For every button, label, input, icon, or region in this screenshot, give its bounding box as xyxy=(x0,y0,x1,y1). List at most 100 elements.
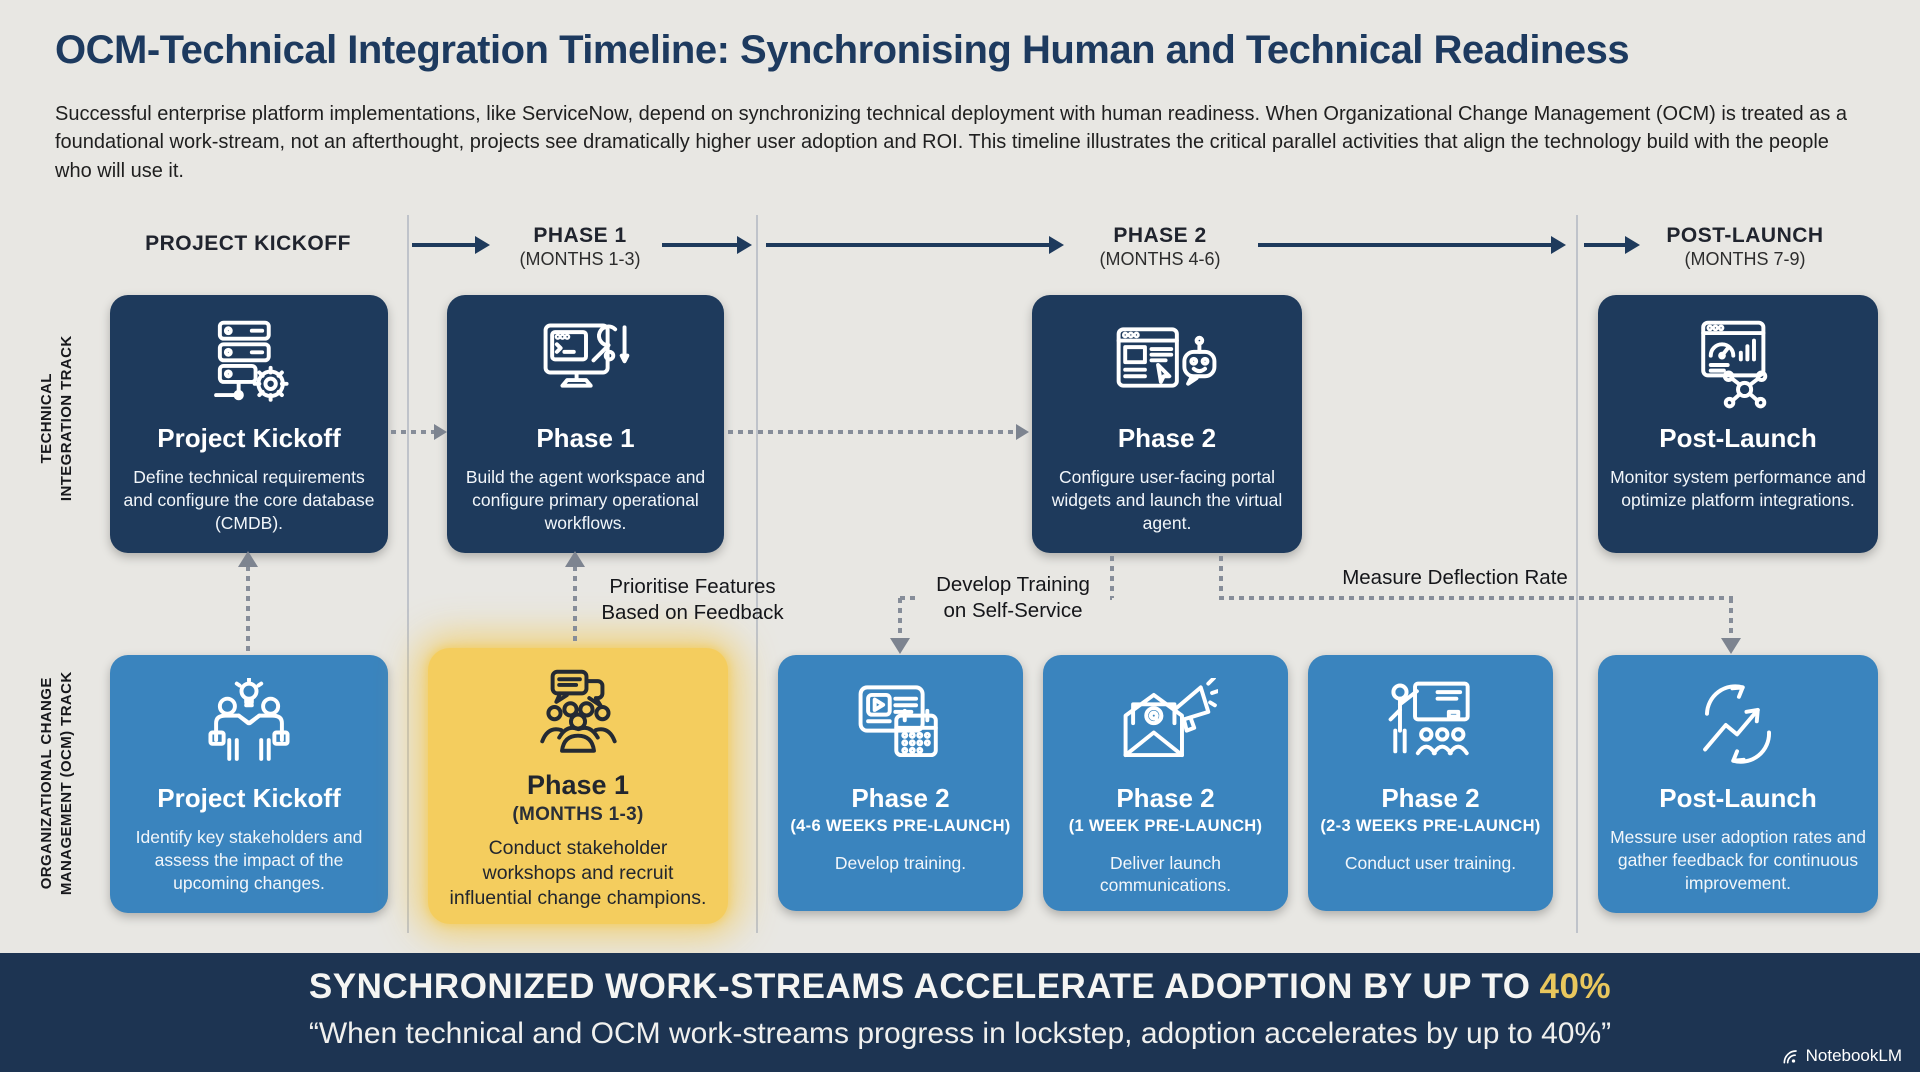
track-label-line: TECHNICAL xyxy=(37,373,55,464)
dotted-connector xyxy=(728,430,1016,434)
stakeholders-lightbulb-icon xyxy=(197,675,301,775)
server-gear-icon xyxy=(197,315,301,415)
card-title: Post-Launch xyxy=(1659,783,1817,813)
annotation-prioritise-features: Prioritise Features Based on Feedback xyxy=(590,574,795,625)
track-label-line: ORGANIZATIONAL CHANGE xyxy=(37,677,55,890)
arrowhead-up-icon xyxy=(565,551,585,567)
stage-label: PHASE 2 xyxy=(1113,224,1207,247)
ocm-card-phase-1-highlighted: Phase 1 (MONTHS 1-3) Conduct stakeholder… xyxy=(428,648,728,924)
stage-sublabel: (MONTHS 1-3) xyxy=(519,249,641,269)
arrowhead-right-icon xyxy=(434,424,447,440)
banner-quote: “When technical and OCM work-streams pro… xyxy=(308,1017,1612,1050)
tech-card-phase-1: Phase 1 Build the agent workspace and co… xyxy=(447,295,724,553)
technical-track-label: TECHNICAL INTEGRATION TRACK xyxy=(37,218,78,618)
annotation-line: Prioritise Features xyxy=(609,575,776,598)
stage-post-launch: POST-LAUNCH (MONTHS 7-9) xyxy=(1630,224,1860,270)
stage-label: PHASE 1 xyxy=(533,224,627,247)
monitor-wrench-icon xyxy=(534,315,638,415)
dotted-connector xyxy=(573,566,577,646)
arrowhead-up-icon xyxy=(238,551,258,567)
watermark: NotebookLM xyxy=(1781,1046,1902,1066)
annotation-measure-deflection: Measure Deflection Rate xyxy=(1330,565,1580,591)
ocm-track-label: ORGANIZATIONAL CHANGE MANAGEMENT (OCM) T… xyxy=(37,583,78,983)
dotted-connector xyxy=(391,430,435,434)
dotted-connector xyxy=(1219,596,1733,600)
annotation-line: Develop Training xyxy=(936,573,1090,596)
annotation-line: Based on Feedback xyxy=(601,600,784,624)
annotation-line: on Self-Service xyxy=(943,598,1083,622)
column-divider xyxy=(756,215,758,933)
card-desc: Messure user adoption rates and gather f… xyxy=(1610,827,1866,893)
card-title: Post-Launch xyxy=(1659,423,1817,453)
dotted-connector xyxy=(1729,598,1733,642)
stage-phase-2: PHASE 2 (MONTHS 4-6) xyxy=(1040,224,1280,270)
banner-headline-text: SYNCHRONIZED WORK-STREAMS ACCELERATE ADO… xyxy=(308,967,1531,1006)
summary-banner: SYNCHRONIZED WORK-STREAMS ACCELERATE ADO… xyxy=(0,953,1920,1072)
timeline-arrow-icon xyxy=(1258,236,1566,254)
ocm-card-post-launch: Post-Launch Messure user adoption rates … xyxy=(1598,655,1878,913)
card-desc: Conduct stakeholder workshops and recrui… xyxy=(449,837,707,909)
card-subtitle: (MONTHS 1-3) xyxy=(512,804,644,825)
ocm-card-phase-2-launch-comms: Phase 2 (1 WEEK PRE-LAUNCH) Deliver laun… xyxy=(1043,655,1288,911)
tech-card-project-kickoff: Project Kickoff Define technical require… xyxy=(110,295,388,553)
stage-phase-1: PHASE 1 (MONTHS 1-3) xyxy=(470,224,690,270)
dotted-connector xyxy=(1219,556,1223,598)
adoption-growth-icon xyxy=(1686,675,1790,775)
track-label-line: INTEGRATION TRACK xyxy=(58,335,75,502)
track-label-line: MANAGEMENT (OCM) TRACK xyxy=(58,671,75,896)
tech-card-phase-2: Phase 2 Configure user-facing portal wid… xyxy=(1032,295,1302,553)
portal-robot-icon xyxy=(1113,315,1221,415)
column-divider xyxy=(1576,215,1578,933)
card-desc: Configure user-facing portal widgets and… xyxy=(1051,467,1283,533)
card-desc: Monitor system performance and optimize … xyxy=(1610,467,1866,510)
arrowhead-down-icon xyxy=(1721,638,1741,654)
banner-headline: SYNCHRONIZED WORK-STREAMS ACCELERATE ADO… xyxy=(0,967,1920,1007)
annotation-develop-training: Develop Training on Self-Service xyxy=(918,570,1108,626)
page-title: OCM-Technical Integration Timeline: Sync… xyxy=(55,28,1630,72)
card-desc: Build the agent workspace and configure … xyxy=(465,467,706,533)
banner-stat: 40% xyxy=(1539,967,1612,1006)
card-title: Project Kickoff xyxy=(157,783,341,813)
card-subtitle: (4-6 WEEKS PRE-LAUNCH) xyxy=(790,817,1011,835)
stage-sublabel: (MONTHS 4-6) xyxy=(1099,249,1221,269)
classroom-training-icon xyxy=(1379,675,1483,775)
card-title: Phase 2 xyxy=(1116,782,1215,813)
workshop-group-icon xyxy=(526,668,630,762)
annotation-line: Measure Deflection Rate xyxy=(1342,566,1568,589)
card-desc: Deliver launch communications. xyxy=(1099,852,1232,896)
card-subtitle: (1 WEEK PRE-LAUNCH) xyxy=(1068,816,1263,835)
card-title: Phase 1 xyxy=(526,770,630,800)
stage-label: POST-LAUNCH xyxy=(1666,224,1824,247)
card-title: Phase 2 xyxy=(851,783,950,813)
notebooklm-logo-icon xyxy=(1783,1050,1797,1064)
ocm-card-phase-2-develop-training: Phase 2 (4-6 WEEKS PRE-LAUNCH) Develop t… xyxy=(778,655,1023,911)
ocm-card-project-kickoff: Project Kickoff Identify key stakeholder… xyxy=(110,655,388,913)
card-title: Phase 2 xyxy=(1117,423,1217,453)
card-desc: Develop training. xyxy=(834,853,967,873)
card-desc: Define technical requirements and config… xyxy=(123,467,375,533)
card-title: Phase 1 xyxy=(536,423,635,453)
card-desc: Identify key stakeholders and assess the… xyxy=(135,827,363,893)
arrowhead-down-icon xyxy=(890,638,910,654)
dotted-connector xyxy=(246,566,250,654)
card-desc: Conduct user training. xyxy=(1344,853,1517,873)
card-subtitle: (2-3 WEEKS PRE-LAUNCH) xyxy=(1320,817,1541,835)
watermark-label: NotebookLM xyxy=(1805,1046,1902,1065)
column-divider xyxy=(407,215,409,933)
stage-label: PROJECT KICKOFF xyxy=(145,232,351,255)
training-media-calendar-icon xyxy=(849,675,953,775)
card-title: Phase 2 xyxy=(1381,783,1480,813)
email-megaphone-icon xyxy=(1114,675,1218,775)
arrowhead-right-icon xyxy=(1016,424,1029,440)
dashboard-network-icon xyxy=(1686,315,1790,415)
page-intro: Successful enterprise platform implement… xyxy=(55,103,1848,182)
stage-project-kickoff: PROJECT KICKOFF xyxy=(128,232,368,256)
dotted-connector xyxy=(1110,556,1114,598)
tech-card-post-launch: Post-Launch Monitor system performance a… xyxy=(1598,295,1878,553)
dotted-connector xyxy=(898,598,902,642)
card-title: Project Kickoff xyxy=(157,423,341,453)
timeline-arrow-icon xyxy=(766,236,1064,254)
stage-sublabel: (MONTHS 7-9) xyxy=(1684,249,1806,269)
timeline-arrow-icon xyxy=(412,236,490,254)
